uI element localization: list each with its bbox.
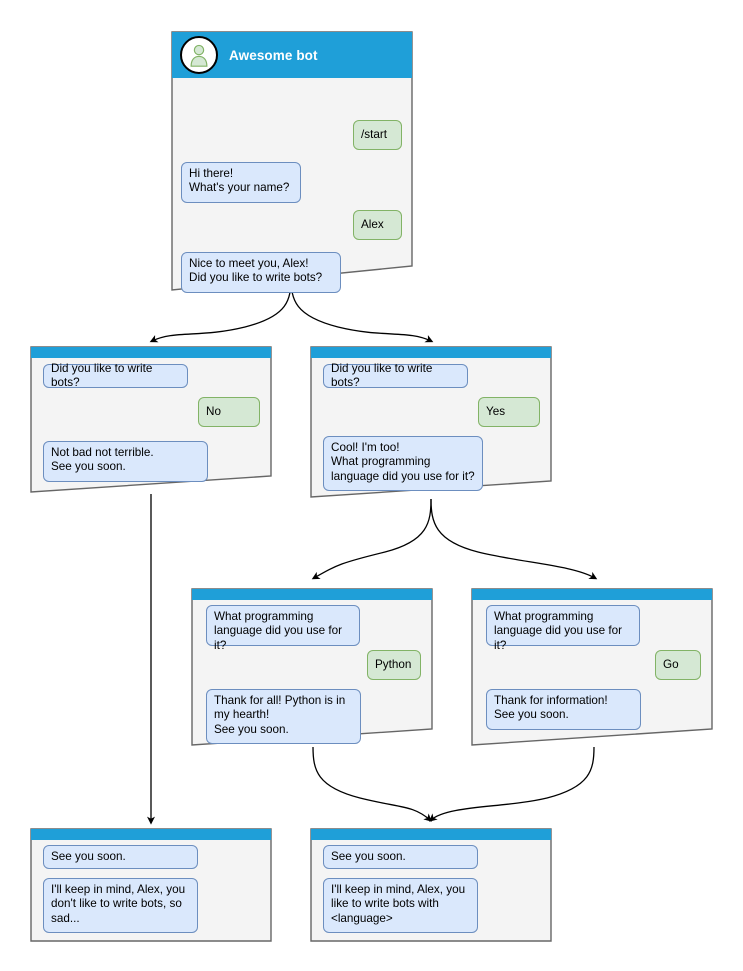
message-user: Alex — [353, 210, 402, 240]
message-bot: I'll keep in mind, Alex, you don't like … — [43, 878, 198, 933]
message-bot: Cool! I'm too! What programming language… — [323, 436, 483, 491]
node-root[interactable]: Awesome bot /start Hi there! What's your… — [170, 30, 414, 293]
message-bot: I'll keep in mind, Alex, you like to wri… — [323, 878, 478, 933]
node-python-branch[interactable]: What programming language did you use fo… — [191, 588, 433, 747]
node-root-title: Awesome bot — [229, 47, 318, 63]
edge-yes-to-python — [311, 498, 432, 580]
message-bot: Did you like to write bots? — [43, 362, 188, 389]
message-bot: Thank for information! See you soon. — [486, 689, 641, 730]
message-bot: See you soon. — [323, 845, 478, 869]
message-bot: Did you like to write bots? — [323, 362, 468, 389]
message-user: Yes — [478, 397, 540, 427]
edge-python-to-end-happy — [312, 746, 432, 822]
message-bot: What programming language did you use fo… — [486, 605, 640, 652]
message-bot: Nice to meet you, Alex! Did you like to … — [181, 252, 341, 293]
message-user: No — [198, 397, 260, 427]
node-yes-branch[interactable]: Did you like to write bots? Yes Cool! I'… — [310, 346, 552, 499]
message-user: /start — [353, 120, 402, 150]
message-bot: What programming language did you use fo… — [206, 605, 360, 652]
message-user: Python — [367, 650, 421, 680]
node-end-happy[interactable]: See you soon. I'll keep in mind, Alex, y… — [310, 828, 552, 942]
edge-yes-to-go — [430, 498, 598, 580]
node-root-header: Awesome bot — [170, 32, 414, 78]
person-avatar-icon — [180, 36, 218, 74]
message-bot: Not bad not terrible. See you soon. — [43, 441, 208, 482]
message-bot: See you soon. — [43, 845, 198, 869]
node-end-sad[interactable]: See you soon. I'll keep in mind, Alex, y… — [30, 828, 272, 942]
edge-go-to-end-happy — [429, 746, 595, 822]
message-bot: Hi there! What's your name? — [181, 162, 301, 203]
node-go-branch[interactable]: What programming language did you use fo… — [471, 588, 713, 747]
message-bot: Thank for all! Python is in my hearth! S… — [206, 689, 361, 744]
node-no-branch[interactable]: Did you like to write bots? No Not bad n… — [30, 346, 272, 494]
node-root-shape — [171, 31, 413, 291]
message-user: Go — [655, 650, 701, 680]
